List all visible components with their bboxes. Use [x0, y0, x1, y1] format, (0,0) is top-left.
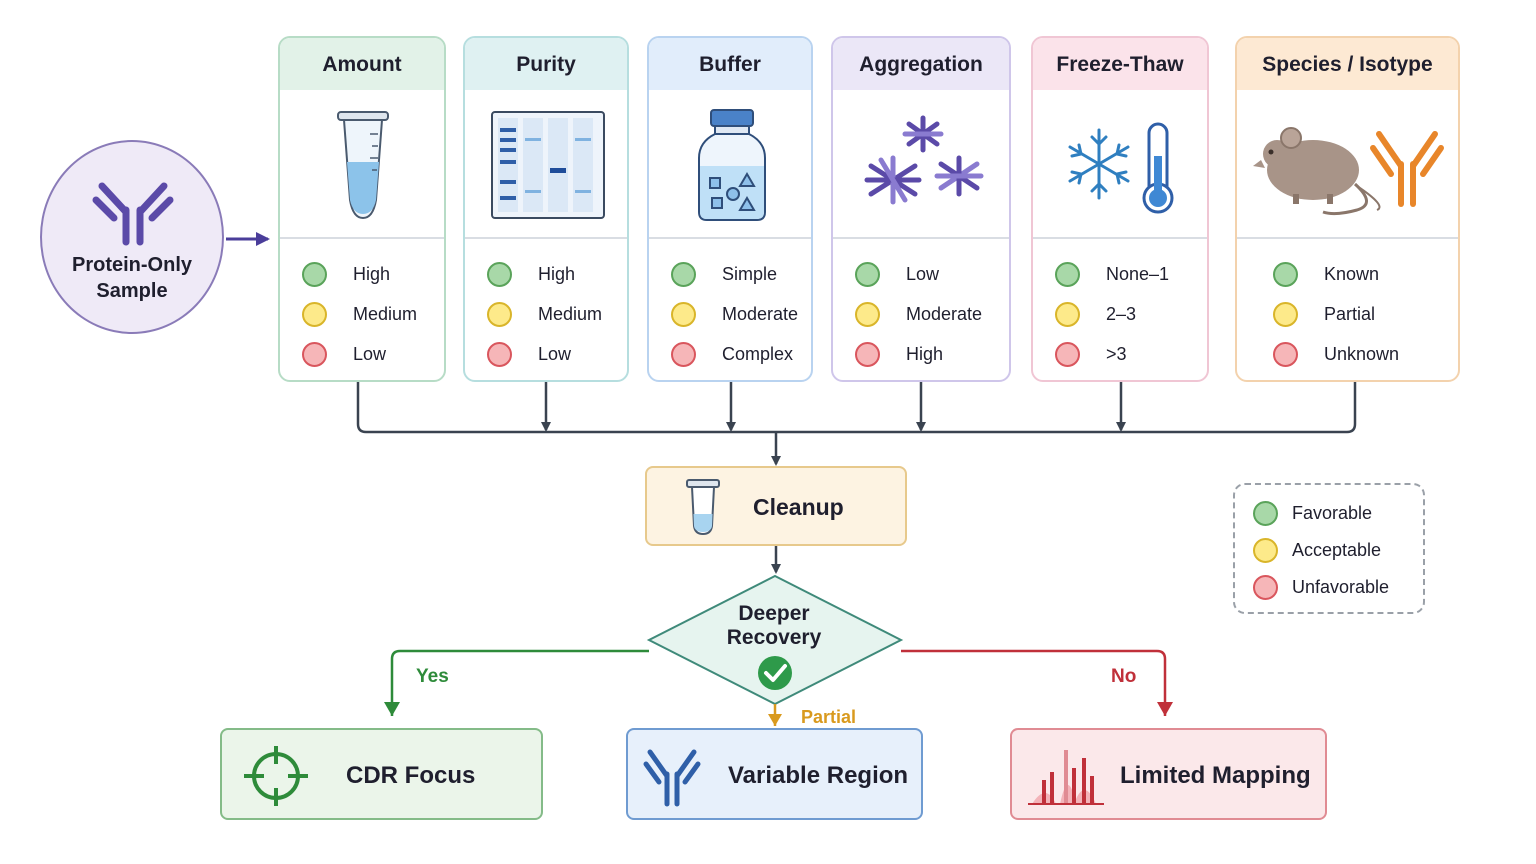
level-unfavorable: Unknown	[1273, 340, 1399, 368]
red-dot-icon	[855, 341, 880, 367]
legend-item-favorable: Favorable	[1253, 500, 1372, 526]
yellow-dot-icon	[1253, 537, 1278, 563]
level-favorable: None–1	[1055, 260, 1169, 288]
red-dot-icon	[671, 341, 696, 367]
yellow-dot-icon	[302, 301, 327, 327]
branch-label-no: No	[1111, 666, 1137, 687]
snowflake-icon	[1068, 128, 1130, 200]
outcome-label: Variable Region	[728, 762, 909, 789]
green-dot-icon	[1253, 500, 1278, 526]
source-label: Protein-Only Sample	[71, 254, 192, 302]
yellow-dot-icon	[1055, 301, 1080, 327]
level-favorable: Simple	[671, 260, 777, 288]
mouse-antibody-icon	[1253, 127, 1444, 216]
level-acceptable: Moderate	[671, 300, 798, 328]
antibody-icon	[1370, 131, 1444, 207]
factor-card-buffer: Buffer Simple Moderate Complex	[647, 36, 813, 382]
legend: Favorable Acceptable Unfavorable	[1233, 483, 1425, 614]
outcome-variable-region: Variable Region	[626, 728, 923, 820]
factor-card-purity: Purity High Medium Low	[463, 36, 629, 382]
factor-card-freeze-thaw: Freeze-Thaw None–1 2–3 >3	[1031, 36, 1209, 382]
aggregate-cluster-icon	[864, 115, 984, 205]
red-dot-icon	[302, 341, 327, 367]
level-acceptable: Medium	[302, 300, 417, 328]
level-unfavorable: Low	[487, 340, 571, 368]
card-title: Purity	[465, 38, 627, 90]
green-dot-icon	[671, 261, 696, 287]
green-dot-icon	[302, 261, 327, 287]
card-title: Buffer	[649, 38, 811, 90]
green-dot-icon	[487, 261, 512, 287]
red-dot-icon	[487, 341, 512, 367]
level-acceptable: Moderate	[855, 300, 982, 328]
outcome-label: CDR Focus	[346, 762, 476, 789]
spin-column-icon	[686, 479, 720, 536]
red-dot-icon	[1273, 341, 1298, 367]
outcome-limited-mapping: Limited Mapping	[1010, 728, 1327, 820]
antibody-icon	[92, 182, 174, 246]
level-favorable: High	[302, 260, 390, 288]
legend-item-unfavorable: Unfavorable	[1253, 574, 1389, 600]
factor-card-species-isotype: Species / Isotype Known Partial Unknown	[1235, 36, 1460, 382]
green-dot-icon	[1055, 261, 1080, 287]
level-acceptable: Medium	[487, 300, 602, 328]
card-title: Freeze-Thaw	[1033, 38, 1207, 90]
level-acceptable: Partial	[1273, 300, 1375, 328]
bottle-icon	[698, 109, 766, 221]
outcome-label: Limited Mapping	[1120, 762, 1311, 789]
cleanup-label: Cleanup	[753, 494, 844, 520]
red-dot-icon	[1055, 341, 1080, 367]
level-unfavorable: >3	[1055, 340, 1127, 368]
check-icon	[758, 656, 792, 690]
tube-icon	[337, 111, 389, 220]
level-unfavorable: Complex	[671, 340, 793, 368]
level-unfavorable: Low	[302, 340, 386, 368]
yellow-dot-icon	[671, 301, 696, 327]
snowflake-thermometer-icon	[1068, 122, 1174, 214]
yellow-dot-icon	[855, 301, 880, 327]
green-dot-icon	[855, 261, 880, 287]
level-favorable: Low	[855, 260, 939, 288]
level-favorable: High	[487, 260, 575, 288]
level-favorable: Known	[1273, 260, 1379, 288]
decision-label: Deeper Recovery	[726, 602, 822, 649]
green-dot-icon	[1273, 261, 1298, 287]
factor-card-amount: Amount High Medium Low	[278, 36, 446, 382]
legend-item-acceptable: Acceptable	[1253, 537, 1381, 563]
antibody-icon	[643, 749, 701, 807]
factor-card-aggregation: Aggregation Low Moderate High	[831, 36, 1011, 382]
cleanup-node: Cleanup	[645, 466, 907, 546]
thermometer-icon	[1142, 122, 1174, 214]
protein-only-sample-node: Protein-Only Sample	[40, 140, 224, 334]
mouse-icon	[1253, 127, 1381, 216]
level-acceptable: 2–3	[1055, 300, 1136, 328]
yellow-dot-icon	[487, 301, 512, 327]
branch-label-partial: Partial	[801, 707, 857, 727]
branch-label-yes: Yes	[416, 666, 449, 687]
outcome-cdr-focus: CDR Focus	[220, 728, 543, 820]
crosshair-icon	[244, 746, 308, 806]
gel-icon	[491, 111, 605, 219]
card-title: Species / Isotype	[1237, 38, 1458, 90]
yellow-dot-icon	[1273, 301, 1298, 327]
card-title: Amount	[280, 38, 444, 90]
red-dot-icon	[1253, 574, 1278, 600]
level-unfavorable: High	[855, 340, 943, 368]
spectrum-peaks-icon	[1028, 750, 1104, 805]
card-title: Aggregation	[833, 38, 1009, 90]
